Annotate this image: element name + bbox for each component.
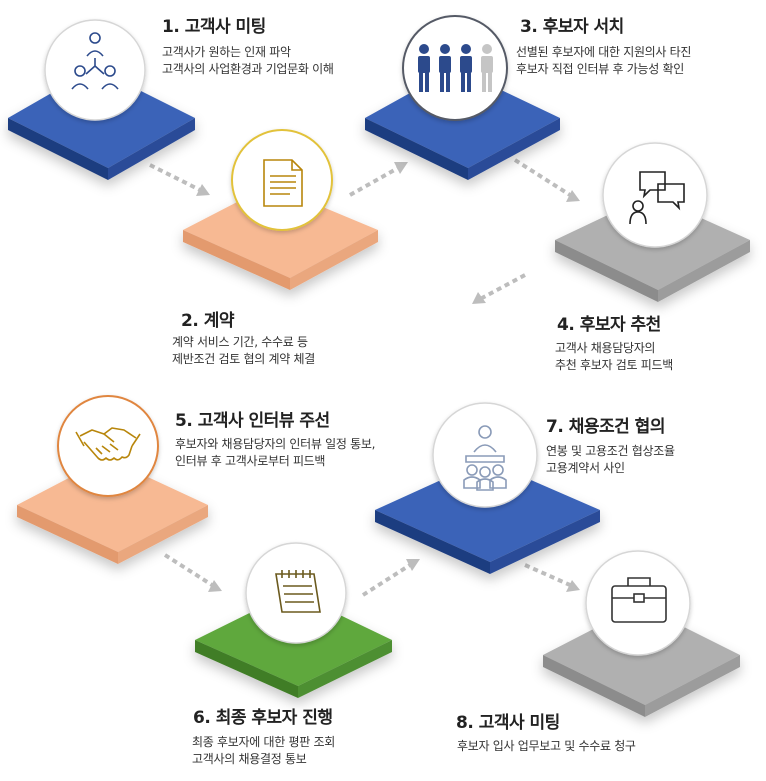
step-4-badge bbox=[602, 142, 708, 248]
step-2-desc-line1: 계약 서비스 기간, 수수료 등 bbox=[172, 335, 308, 349]
document-icon bbox=[263, 159, 303, 207]
step-7-platform bbox=[375, 460, 600, 574]
step-8-title: 8. 고객사 미팅 bbox=[456, 713, 560, 733]
step-3-desc-line2: 후보자 직접 인터뷰 후 가능성 확인 bbox=[516, 62, 684, 76]
candidates-icon bbox=[418, 44, 493, 92]
step-2-title: 2. 계약 bbox=[181, 311, 235, 331]
arrow-4-to-next bbox=[481, 273, 526, 300]
group-meeting-icon bbox=[463, 425, 507, 491]
step-7-desc-line2: 고용계약서 사인 bbox=[546, 461, 625, 475]
step-7-badge bbox=[432, 402, 538, 508]
step-3-desc-line1: 선별된 후보자에 대한 지원의사 타진 bbox=[516, 45, 692, 59]
step-1-desc-line1: 고객사가 원하는 인재 파악 bbox=[162, 45, 291, 59]
handshake-icon bbox=[75, 427, 141, 461]
step-4-desc-line2: 추천 후보자 검토 피드백 bbox=[555, 358, 673, 372]
arrow-7-to-8 bbox=[524, 563, 571, 587]
step-6-title: 6. 최종 후보자 진행 bbox=[193, 708, 333, 728]
briefcase-icon bbox=[611, 577, 667, 623]
step-1-desc-line2: 고객사의 사업환경과 기업문화 이해 bbox=[162, 62, 334, 76]
step-4-desc-line1: 고객사 채용담당자의 bbox=[555, 341, 656, 355]
step-4-title: 4. 후보자 추천 bbox=[557, 315, 661, 335]
arrow-2-to-3 bbox=[349, 166, 399, 197]
people-network-icon bbox=[71, 32, 119, 90]
arrow-3-to-4 bbox=[513, 158, 572, 197]
step-5-desc-line2: 인터뷰 후 고객사로부터 피드백 bbox=[175, 454, 326, 468]
step-8-badge bbox=[585, 550, 691, 656]
step-2-desc-line2: 제반조건 검토 협의 계약 체결 bbox=[172, 352, 315, 366]
step-6-desc-line1: 최종 후보자에 대한 평판 조회 bbox=[192, 735, 335, 749]
arrow-1-to-2 bbox=[149, 163, 201, 192]
arrow-5-to-6 bbox=[163, 553, 214, 587]
step-3-badge bbox=[402, 15, 508, 121]
step-5-badge bbox=[57, 395, 159, 497]
arrow-6-to-7 bbox=[361, 563, 412, 597]
chat-bubbles-icon bbox=[629, 171, 685, 225]
step-5-platform bbox=[17, 458, 208, 564]
step-1-title: 1. 고객사 미팅 bbox=[162, 17, 266, 37]
step-7-title: 7. 채용조건 협의 bbox=[546, 417, 665, 437]
notepad-icon bbox=[275, 570, 321, 613]
step-5-title: 5. 고객사 인터뷰 주선 bbox=[175, 411, 330, 431]
step-6-desc-line2: 고객사의 채용결정 통보 bbox=[192, 752, 307, 766]
step-7-desc-line1: 연봉 및 고용조건 협상조율 bbox=[546, 444, 675, 458]
step-8-desc-line1: 후보자 입사 업무보고 및 수수료 청구 bbox=[457, 739, 636, 753]
step-2-platform bbox=[183, 185, 378, 290]
connector-arrows bbox=[149, 158, 572, 597]
step-1-badge bbox=[44, 19, 146, 121]
step-2-badge bbox=[231, 129, 333, 231]
step-6-badge bbox=[245, 542, 347, 644]
step-3-title: 3. 후보자 서치 bbox=[520, 17, 624, 37]
step-5-desc-line1: 후보자와 채용담당자의 인터뷰 일정 통보, bbox=[175, 437, 376, 451]
arrow-heads bbox=[196, 162, 580, 592]
